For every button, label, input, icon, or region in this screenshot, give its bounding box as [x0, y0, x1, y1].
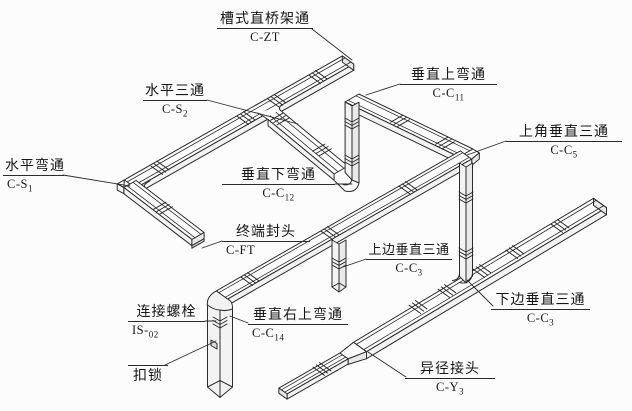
label-code-text: C-S2 — [162, 102, 188, 119]
label-horizontal-bend: 水平弯通 C-S1 — [3, 157, 64, 197]
label-name-text: 异径接头 — [405, 360, 495, 379]
label-name-text: 下边垂直三通 — [491, 291, 590, 310]
horizontal-bend-corner — [116, 179, 205, 249]
label-code-text: C-C3 — [395, 261, 423, 278]
label-code-text: C-S1 — [7, 177, 33, 194]
label-name-text: 终端封头 — [222, 223, 310, 242]
label-code-text: C-C5 — [550, 143, 578, 160]
label-connection-bolt: 连接螺栓 IS-02 — [128, 303, 205, 343]
label-horizontal-tee: 水平三通 C-S2 — [143, 82, 207, 122]
vertical-riser-1 — [334, 101, 360, 192]
narrow-run — [278, 352, 349, 400]
label-name-text: 扣锁 — [128, 365, 168, 384]
label-name-text: 槽式直桥架通 — [217, 10, 313, 29]
leader-lines — [62, 28, 507, 378]
label-upper-edge-vertical-tee: 上边垂直三通 C-C3 — [366, 241, 452, 281]
label-trough-straight-tray: 槽式直桥架通 C-ZT — [217, 10, 313, 50]
label-lower-edge-vertical-tee: 下边垂直三通 C-C3 — [491, 291, 590, 331]
upper-edge-tee-riser — [331, 239, 347, 293]
label-name-text: 水平弯通 — [3, 157, 64, 176]
label-name-text: 水平三通 — [143, 82, 207, 101]
label-code-text: C-C3 — [526, 311, 555, 328]
label-name-text: 上边垂直三通 — [366, 241, 452, 260]
label-code-text: C-Y3 — [435, 380, 465, 397]
main-bottom-run — [278, 197, 607, 400]
label-code-text: IS-02 — [132, 323, 159, 340]
label-name-text: 垂直下弯通 — [222, 166, 335, 185]
riser-c14 — [206, 290, 234, 398]
label-end-cap: 终端封头 C-FT — [222, 223, 310, 263]
label-upper-corner-vertical-tee: 上角垂直三通 C-C5 — [506, 123, 622, 163]
label-reducer-joint: 异径接头 C-Y3 — [405, 360, 495, 400]
tee-branch — [257, 104, 349, 181]
label-name-text: 连接螺栓 — [128, 303, 205, 322]
straight-tray-run — [123, 55, 355, 195]
label-vertical-down-bend: 垂直下弯通 C-C12 — [222, 166, 335, 206]
label-code-text: C-FT — [226, 243, 256, 257]
end-cap — [191, 238, 205, 249]
vertical-riser-2 — [452, 162, 473, 284]
label-code-text: C-C12 — [262, 186, 295, 203]
label-vertical-up-bend: 垂直上弯通 C-C11 — [400, 66, 497, 106]
label-code-text: C-C14 — [252, 326, 285, 343]
label-code-text: C-ZT — [250, 30, 280, 44]
label-vertical-right-up-bend: 垂直右上弯通 C-C14 — [248, 306, 348, 346]
label-name-text: 上角垂直三通 — [506, 123, 622, 142]
label-snap-lock: 扣锁 — [128, 365, 168, 384]
label-code-text: C-C11 — [432, 86, 465, 103]
label-name-text: 垂直右上弯通 — [248, 306, 348, 325]
label-name-text: 垂直上弯通 — [400, 66, 497, 85]
